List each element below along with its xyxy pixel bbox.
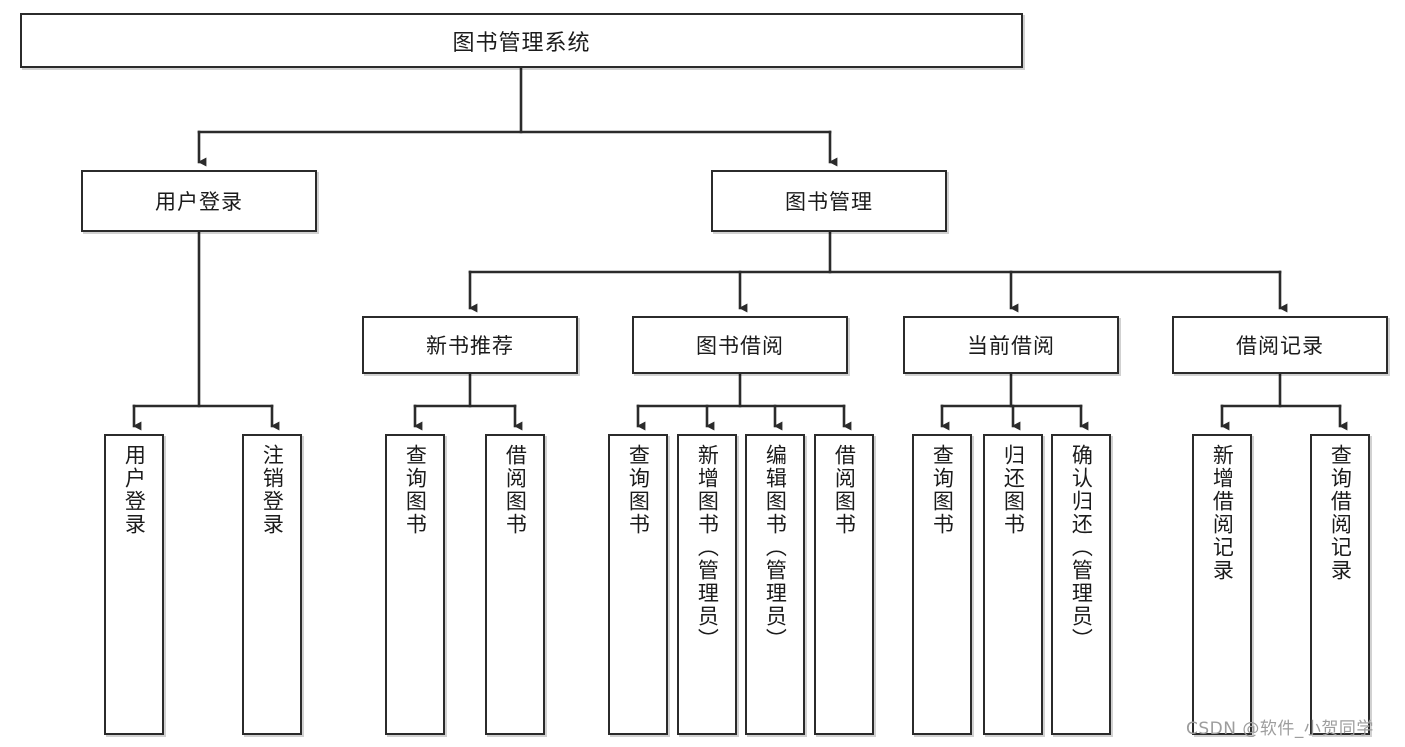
node-book-borrow[interactable]: 图书借阅 bbox=[632, 316, 848, 374]
node-current-borrow-label: 当前借阅 bbox=[967, 334, 1055, 358]
node-book-borrow-label: 图书借阅 bbox=[696, 334, 784, 358]
node-root-system[interactable]: 图书管理系统 bbox=[20, 13, 1023, 68]
leaf-borrow-book-recommend[interactable]: 借阅图书 bbox=[485, 434, 545, 735]
leaf-query-book-recommend-label: 查询图书 bbox=[403, 444, 428, 536]
leaf-query-book-borrow[interactable]: 查询图书 bbox=[608, 434, 668, 735]
node-user-login-label: 用户登录 bbox=[155, 190, 243, 214]
leaf-user-login[interactable]: 用户登录 bbox=[104, 434, 164, 735]
leaf-query-borrow-record-label: 查询借阅记录 bbox=[1328, 444, 1353, 582]
leaf-borrow-book[interactable]: 借阅图书 bbox=[814, 434, 874, 735]
node-root-label: 图书管理系统 bbox=[452, 30, 591, 56]
watermark-text: CSDN @软件_小贺同学 bbox=[1186, 719, 1374, 739]
leaf-add-borrow-record-label: 新增借阅记录 bbox=[1210, 444, 1235, 582]
leaf-user-login-label: 用户登录 bbox=[122, 444, 147, 536]
leaf-return-book[interactable]: 归还图书 bbox=[983, 434, 1043, 735]
leaf-add-book-admin[interactable]: 新增图书（管理员） bbox=[677, 434, 737, 735]
node-current-borrow[interactable]: 当前借阅 bbox=[903, 316, 1119, 374]
leaf-confirm-return-admin-label: 确认归还（管理员） bbox=[1069, 444, 1094, 651]
leaf-borrow-book-label: 借阅图书 bbox=[832, 444, 857, 536]
leaf-add-borrow-record[interactable]: 新增借阅记录 bbox=[1192, 434, 1252, 735]
leaf-query-book-current-label: 查询图书 bbox=[930, 444, 955, 536]
leaf-confirm-return-admin[interactable]: 确认归还（管理员） bbox=[1051, 434, 1111, 735]
node-borrow-record-label: 借阅记录 bbox=[1236, 334, 1324, 358]
node-book-manage-label: 图书管理 bbox=[785, 190, 873, 214]
leaf-query-book-current[interactable]: 查询图书 bbox=[912, 434, 972, 735]
leaf-edit-book-admin[interactable]: 编辑图书（管理员） bbox=[745, 434, 805, 735]
leaf-add-book-admin-label: 新增图书（管理员） bbox=[695, 444, 720, 651]
leaf-return-book-label: 归还图书 bbox=[1001, 444, 1026, 536]
node-book-manage[interactable]: 图书管理 bbox=[711, 170, 947, 232]
node-borrow-record[interactable]: 借阅记录 bbox=[1172, 316, 1388, 374]
leaf-edit-book-admin-label: 编辑图书（管理员） bbox=[763, 444, 788, 651]
leaf-logout-login[interactable]: 注销登录 bbox=[242, 434, 302, 735]
leaf-query-book-recommend[interactable]: 查询图书 bbox=[385, 434, 445, 735]
leaf-query-borrow-record[interactable]: 查询借阅记录 bbox=[1310, 434, 1370, 735]
node-new-book-recommend[interactable]: 新书推荐 bbox=[362, 316, 578, 374]
node-new-book-recommend-label: 新书推荐 bbox=[426, 334, 514, 358]
leaf-logout-login-label: 注销登录 bbox=[260, 444, 285, 536]
leaf-borrow-book-recommend-label: 借阅图书 bbox=[503, 444, 528, 536]
leaf-query-book-borrow-label: 查询图书 bbox=[626, 444, 651, 536]
node-user-login[interactable]: 用户登录 bbox=[81, 170, 317, 232]
